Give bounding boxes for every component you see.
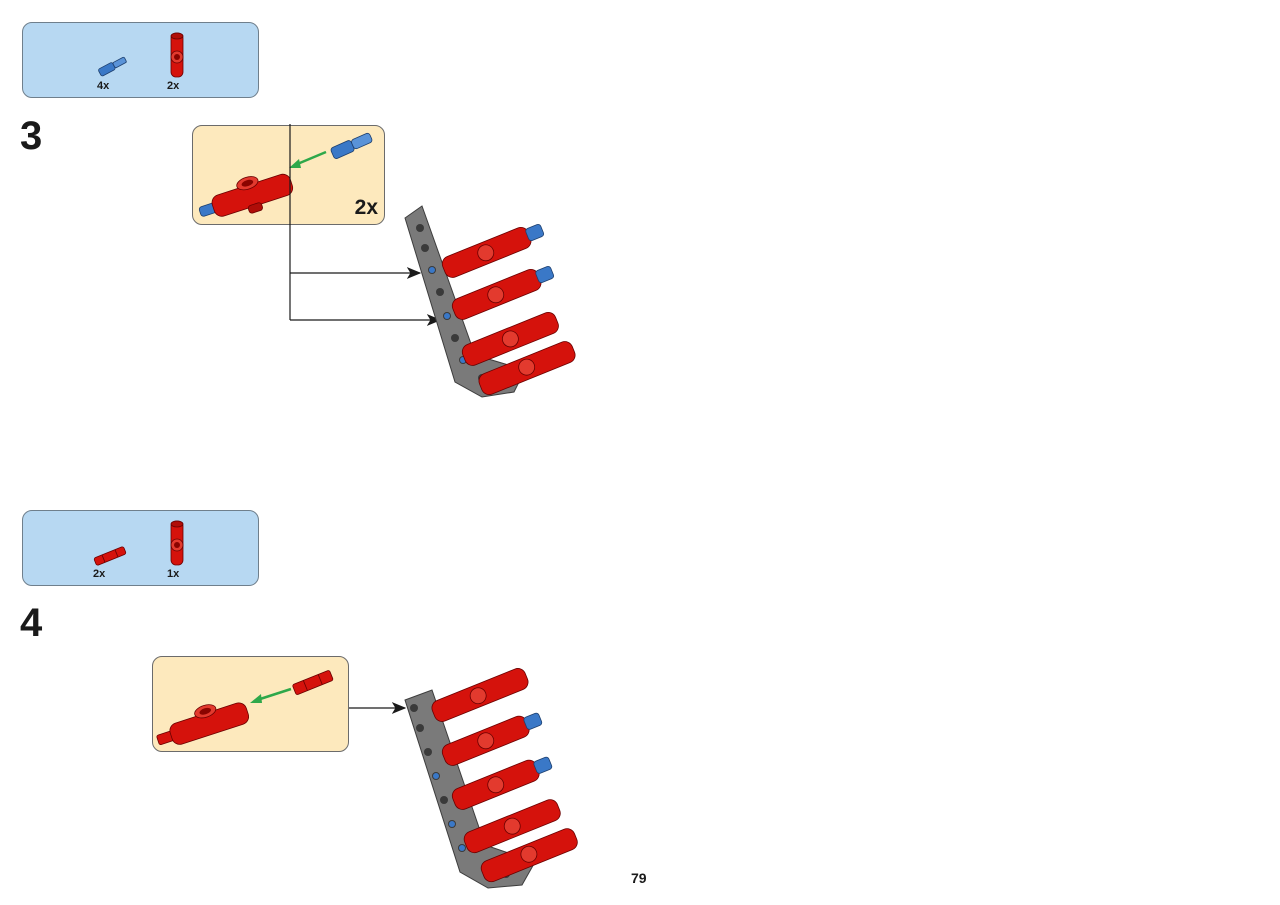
callout-arrow [289,124,442,326]
page-number: 79 [631,870,647,886]
blue-axle-pin-icon [98,56,127,77]
step-number: 3 [20,114,43,158]
subassembly-multiplier: 2x [354,196,378,219]
subassembly-callout-step-3: 2x [192,125,385,225]
red-connector-icon [170,520,184,566]
subassembly-callout-step-4 [152,656,349,752]
step-3-model [404,205,576,398]
step-number: 4 [20,601,43,645]
subassembly-illustration [156,670,334,745]
red-axle-icon [93,546,127,566]
step-4-model [404,668,578,889]
part-qty: 2x [93,568,106,580]
parts-list-step-4: 2x 1x [22,510,259,586]
part-qty: 2x [167,80,180,92]
part-qty: 1x [167,568,180,580]
subassembly-illustration [198,132,373,217]
part-qty: 4x [97,80,110,92]
red-connector-icon [170,32,184,78]
parts-list-step-3: 4x 2x [22,22,259,98]
